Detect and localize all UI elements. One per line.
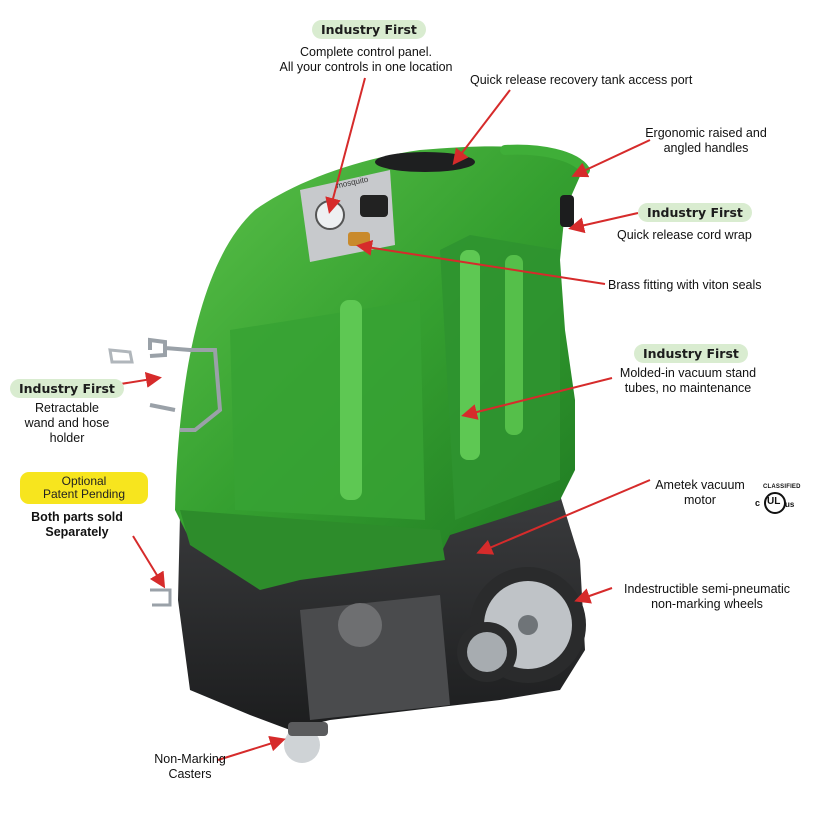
ul-circle bbox=[764, 492, 786, 514]
optional-line-2: Patent Pending bbox=[42, 487, 126, 501]
casters-line-2: Casters bbox=[168, 767, 212, 781]
motor-line-2: motor bbox=[684, 493, 716, 507]
vacuum-tubes-label: Molded-in vacuum stand tubes, no mainten… bbox=[606, 366, 770, 396]
arrow-handles bbox=[571, 139, 651, 178]
optional-patent-badge: Optional Patent Pending bbox=[20, 472, 148, 504]
optional-line-1: Optional bbox=[61, 474, 107, 488]
motor-line-1: Ametek vacuum bbox=[655, 478, 745, 492]
sold-line-2: Separately bbox=[45, 525, 109, 539]
vacuum-line-1: Molded-in vacuum stand bbox=[619, 366, 757, 380]
ul-us-text: us bbox=[785, 500, 795, 509]
ul-center-text: UL bbox=[767, 496, 781, 507]
casters-label: Non-Marking Casters bbox=[150, 752, 230, 782]
arrow-cord-wrap bbox=[568, 212, 639, 234]
handles-line-1: Ergonomic raised and bbox=[645, 126, 767, 140]
casters-line-1: Non-Marking bbox=[154, 752, 226, 766]
industry-first-badge-wand: Industry First bbox=[10, 379, 124, 398]
wand-line-1: Retractable bbox=[35, 401, 99, 415]
control-panel-label: Complete control panel. All your control… bbox=[266, 45, 466, 75]
tank-port-label: Quick release recovery tank access port bbox=[470, 73, 693, 87]
industry-first-badge-cord: Industry First bbox=[638, 203, 752, 222]
wheels-line-1: Indestructible semi-pneumatic bbox=[623, 582, 791, 596]
wheels-label: Indestructible semi-pneumatic non-markin… bbox=[612, 582, 802, 612]
ul-classified-mark: CLASSIFIED c UL us bbox=[755, 484, 803, 520]
arrow-wheels bbox=[574, 587, 613, 604]
industry-first-badge-control: Industry First bbox=[312, 20, 426, 39]
handles-label: Ergonomic raised and angled handles bbox=[626, 126, 786, 156]
wand-holder-label: Retractable wand and hose holder bbox=[12, 401, 122, 446]
arrow-tank-port bbox=[452, 89, 511, 166]
industry-first-badge-vacuum: Industry First bbox=[634, 344, 748, 363]
brass-fitting-label: Brass fitting with viton seals bbox=[608, 278, 762, 292]
arrow-brass bbox=[356, 239, 606, 285]
sold-separately-label: Both parts sold Separately bbox=[14, 510, 140, 540]
control-panel-line-2: All your controls in one location bbox=[279, 60, 453, 74]
ul-classified-text: CLASSIFIED bbox=[763, 484, 801, 490]
ul-c-text: c bbox=[755, 498, 761, 508]
arrow-motor bbox=[476, 479, 651, 555]
motor-label: Ametek vacuum motor bbox=[648, 478, 752, 508]
sold-line-1: Both parts sold bbox=[31, 510, 123, 524]
cord-wrap-label: Quick release cord wrap bbox=[617, 228, 752, 242]
vacuum-line-2: tubes, no maintenance bbox=[624, 381, 752, 395]
arrow-casters bbox=[217, 735, 286, 761]
arrow-control-panel bbox=[325, 77, 366, 214]
wand-line-2: wand and hose bbox=[24, 416, 110, 430]
control-panel-line-1: Complete control panel. bbox=[299, 45, 433, 59]
wand-line-3: holder bbox=[49, 431, 85, 445]
arrow-optional bbox=[132, 535, 166, 589]
wheels-line-2: non-marking wheels bbox=[651, 597, 763, 611]
arrow-vacuum-tubes bbox=[461, 377, 613, 420]
handles-line-2: angled handles bbox=[663, 141, 749, 155]
